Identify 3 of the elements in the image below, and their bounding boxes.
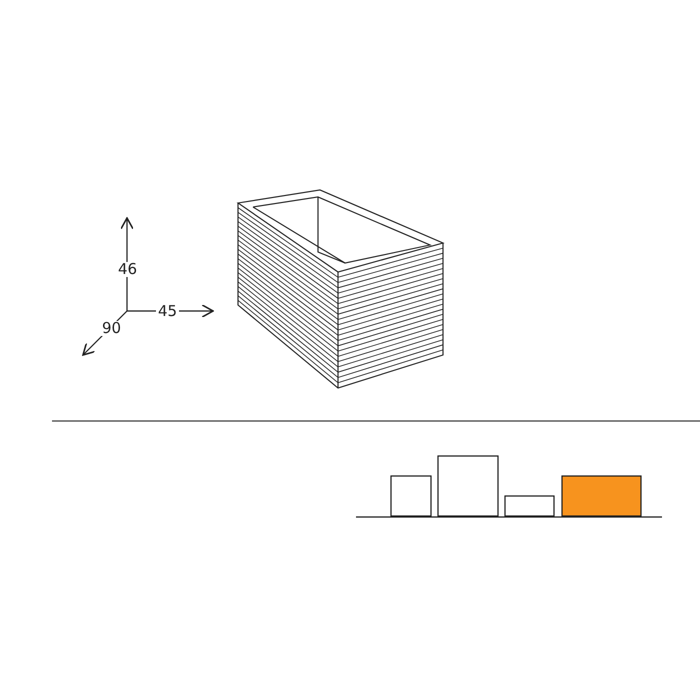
- dimension-label: 45: [156, 304, 180, 319]
- dimension-label: 46: [116, 262, 140, 277]
- dimension-label: 90: [100, 321, 124, 336]
